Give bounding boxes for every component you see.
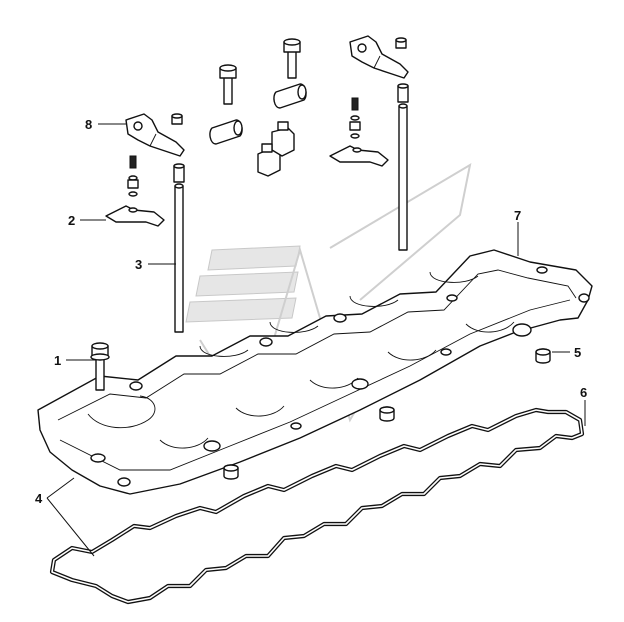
callout-5: 5 bbox=[574, 345, 581, 360]
callout-8: 8 bbox=[85, 117, 92, 132]
rocker-shafts bbox=[209, 83, 307, 145]
push-rod-left bbox=[173, 163, 185, 333]
callout-labels: 1 2 3 4 5 6 7 8 bbox=[35, 117, 587, 506]
push-rod-right bbox=[397, 83, 409, 251]
rocker-arm-left bbox=[125, 113, 185, 157]
rocker-shaft-bolts bbox=[171, 37, 407, 125]
mounting-bolt bbox=[90, 342, 110, 391]
watermark-logo bbox=[185, 162, 472, 423]
callout-4: 4 bbox=[35, 491, 43, 506]
rocker-arm-right bbox=[349, 35, 409, 79]
valve-bridge-left bbox=[105, 205, 165, 227]
callout-1: 1 bbox=[54, 353, 61, 368]
rocker-supports bbox=[257, 121, 295, 177]
o-ring-seals bbox=[223, 348, 551, 480]
callout-2: 2 bbox=[68, 213, 75, 228]
adjusting-screws bbox=[127, 97, 361, 197]
gasket-seal bbox=[49, 407, 585, 605]
rocker-housing bbox=[37, 249, 593, 495]
callout-leaders bbox=[46, 123, 586, 557]
callout-3: 3 bbox=[135, 257, 142, 272]
valve-bridge-right bbox=[329, 145, 389, 167]
callout-7: 7 bbox=[514, 208, 521, 223]
callout-6: 6 bbox=[580, 385, 587, 400]
